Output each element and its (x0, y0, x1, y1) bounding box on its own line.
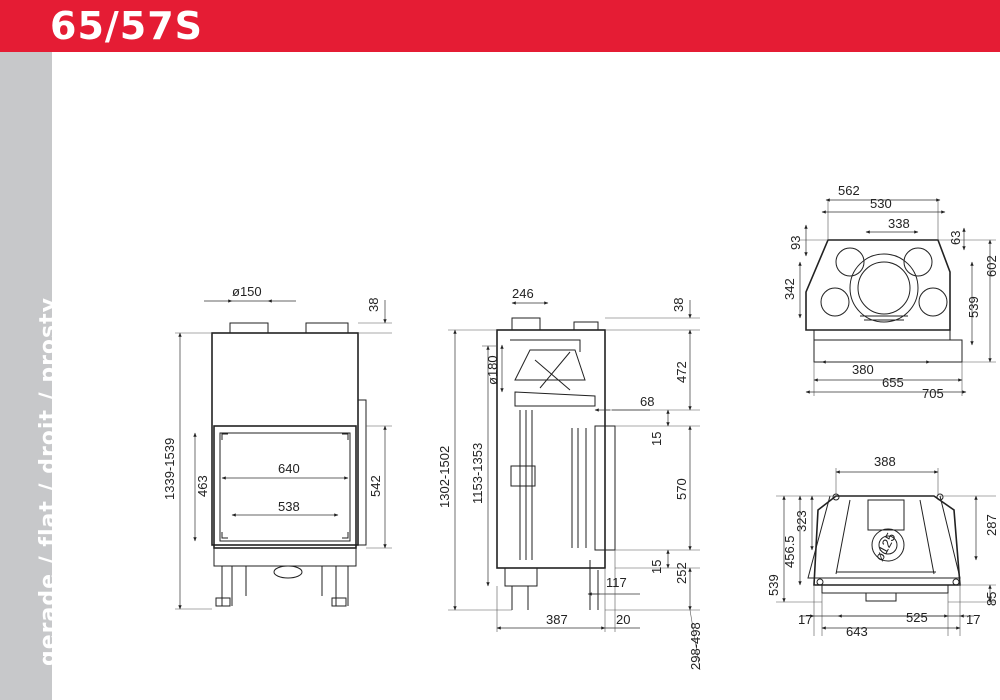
model-title: 65/57S (50, 4, 204, 48)
sidebar-strip (0, 52, 52, 700)
front-view: ø150 38 1339-1539 463 640 538 542 (162, 284, 392, 610)
front-glass (219, 432, 351, 542)
bottom-height-mid: 456.5 (782, 535, 797, 568)
side-height-body: 1153-1353 (470, 443, 485, 504)
front-top-offset: 38 (366, 298, 381, 312)
side-frame-offset: 68 (640, 394, 654, 409)
top-depth-total: 602 (984, 255, 999, 277)
bottom-width-total: 643 (846, 624, 868, 639)
side-gap-bottom: 15 (649, 560, 664, 574)
side-view: 246 38 1302-1502 1153-1353 ø180 472 68 1… (437, 286, 703, 671)
top-base (813, 339, 963, 363)
top-depth-right: 539 (966, 296, 981, 318)
front-glass-width-outer: 640 (278, 461, 300, 476)
bottom-left-margin: 17 (798, 612, 812, 627)
front-side-frame (357, 399, 367, 546)
bottom-width-top: 388 (874, 454, 896, 469)
front-flue-collar (229, 322, 269, 334)
side-flue-offset: 246 (512, 286, 534, 301)
side-frame-depth: 20 (616, 612, 630, 627)
bottom-right-margin: 17 (966, 612, 980, 627)
bottom-view: 388 323 456.5 539 287 ø125 17 643 525 17… (766, 454, 999, 639)
bottom-base (821, 584, 949, 594)
front-door-frame (213, 425, 357, 549)
side-base-height: 252 (674, 562, 689, 584)
bottom-base-height: 85 (984, 592, 999, 606)
side-door-height: 570 (674, 478, 689, 500)
front-base (213, 547, 357, 567)
side-outlet-diameter: ø180 (485, 355, 500, 385)
side-top-offset: 38 (671, 298, 686, 312)
top-width-outer: 562 (838, 183, 860, 198)
front-height-range: 1339-1539 (162, 438, 177, 500)
side-base (504, 567, 538, 587)
bottom-height-total: 539 (766, 574, 781, 596)
top-right-offset: 63 (948, 231, 963, 245)
front-glass-width-inner: 538 (278, 499, 300, 514)
side-body-outline (496, 329, 606, 569)
front-door-height: 542 (368, 475, 383, 497)
front-flue-diameter: ø150 (232, 284, 262, 299)
header-bar: 65/57S (0, 0, 1000, 52)
bottom-height-right: 287 (984, 514, 999, 536)
side-base-offset: 117 (606, 575, 627, 590)
bottom-width-inner: 525 (906, 610, 928, 625)
top-base-width: 655 (882, 375, 904, 390)
top-base-width-outer: 705 (922, 386, 944, 401)
side-flue-collar (511, 317, 541, 331)
bottom-height-upper: 323 (794, 510, 809, 532)
side-door (594, 425, 616, 551)
side-legs-range: 298-498 (688, 622, 703, 670)
side-height-total: 1302-1502 (437, 446, 452, 508)
top-view: 562 530 338 93 63 342 602 539 380 655 70… (782, 183, 999, 401)
side-gap-top: 15 (649, 432, 664, 446)
side-top-collar (573, 321, 599, 331)
top-depth-left: 342 (782, 278, 797, 300)
front-top-collar (305, 322, 349, 334)
side-upper-height: 472 (674, 361, 689, 383)
front-glass-height: 463 (195, 475, 210, 497)
top-width-inner: 338 (888, 216, 910, 231)
side-depth: 387 (546, 612, 568, 627)
top-width-mid: 530 (870, 196, 892, 211)
top-left-offset: 93 (788, 236, 803, 250)
top-base-width-inner: 380 (852, 362, 874, 377)
